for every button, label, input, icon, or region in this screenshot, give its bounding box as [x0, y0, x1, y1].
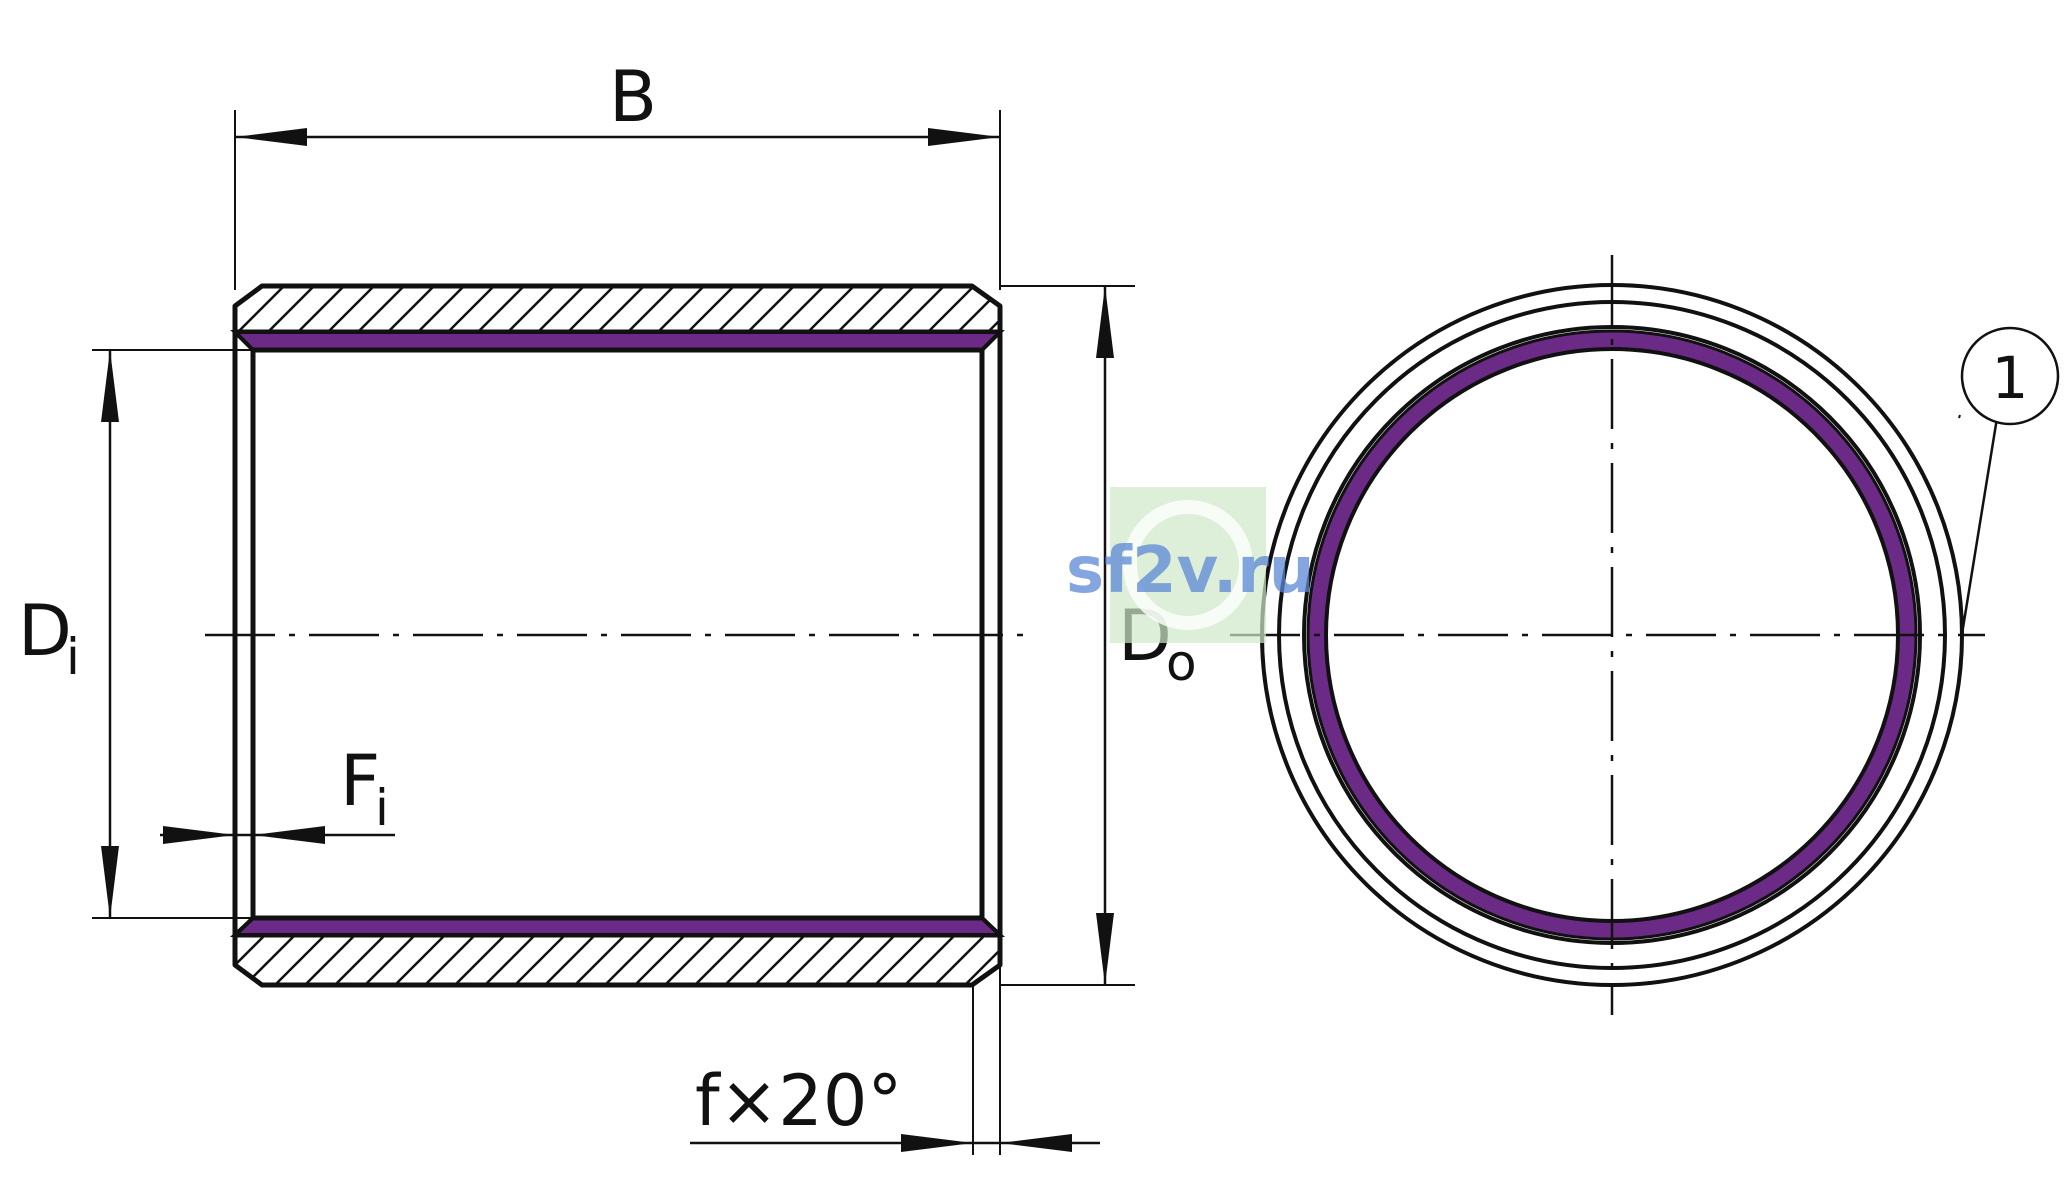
dimension-di-subscript: i: [66, 628, 80, 686]
dimension-fi: F i: [160, 740, 395, 844]
dimension-fi-subscript: i: [375, 779, 389, 837]
dimension-fi-label: F: [340, 740, 380, 822]
dimension-b: B: [234, 56, 1001, 290]
callout-1: 1: [1958, 326, 2060, 635]
dimension-do-subscript: o: [1166, 634, 1197, 692]
watermark-text: sf2v.ru: [1066, 534, 1314, 608]
top-wall-section: [232, 283, 1003, 335]
dimension-di: D i: [18, 349, 253, 919]
watermark: sf2v.ru: [1066, 487, 1314, 643]
callout-number: 1: [1992, 344, 2029, 412]
chamfer-spec-label: f×20°: [695, 1060, 902, 1142]
callout-circle: [1960, 326, 2060, 426]
bearing-logo-icon: [1123, 500, 1253, 630]
bushing-section-view: [229, 283, 1006, 988]
bushing-end-view: [1230, 255, 1985, 1015]
bottom-wall-section: [232, 932, 1003, 988]
dimension-chamfer: f×20°: [690, 965, 1100, 1155]
dimension-di-label: D: [18, 590, 72, 672]
dimension-b-label: B: [609, 56, 657, 138]
bottom-sliding-layer: [229, 916, 1006, 937]
top-sliding-layer: [230, 330, 1005, 352]
